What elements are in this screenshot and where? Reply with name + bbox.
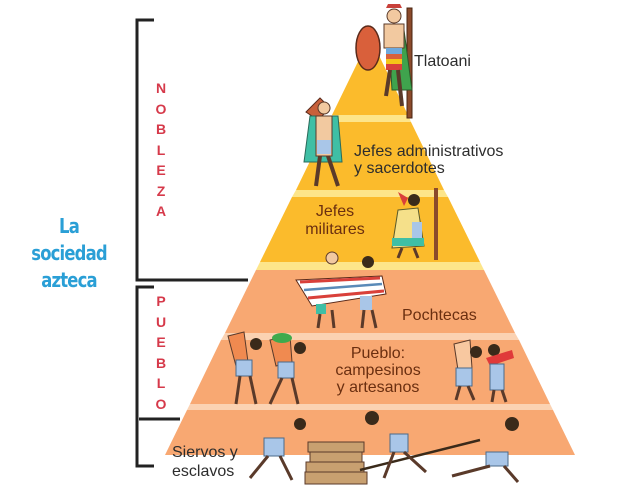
label-jefes-militares: Jefes militares	[305, 203, 365, 238]
warrior-figure-icon	[391, 188, 438, 260]
porters-figure-icon	[227, 331, 514, 405]
bracket-nobleza	[135, 18, 248, 282]
diagram-title: La sociedad azteca	[21, 213, 118, 294]
label-pueblo: Pueblo: campesinos y artesanos	[335, 345, 421, 396]
priest-figure-icon	[303, 97, 343, 187]
label-siervos: Siervos y esclavos	[172, 444, 238, 480]
title-line-2: azteca	[41, 268, 97, 292]
group-label-nobleza: N O B L E Z A	[155, 80, 167, 219]
bracket-pueblo	[135, 285, 180, 468]
slaves-figure-icon	[248, 411, 520, 485]
title-line-1: La sociedad	[31, 214, 107, 265]
merchants-figure-icon	[295, 251, 387, 329]
group-label-pueblo: P U E B L O	[155, 293, 167, 412]
label-jefes-administrativos: Jefes administrativos y sacerdotes	[354, 143, 504, 177]
tlatoani-figure-icon	[355, 4, 413, 119]
label-pochtecas: Pochtecas	[402, 307, 477, 324]
label-tlatoani: Tlatoani	[414, 53, 471, 70]
pyramid-level-tlatoani	[329, 37, 411, 122]
